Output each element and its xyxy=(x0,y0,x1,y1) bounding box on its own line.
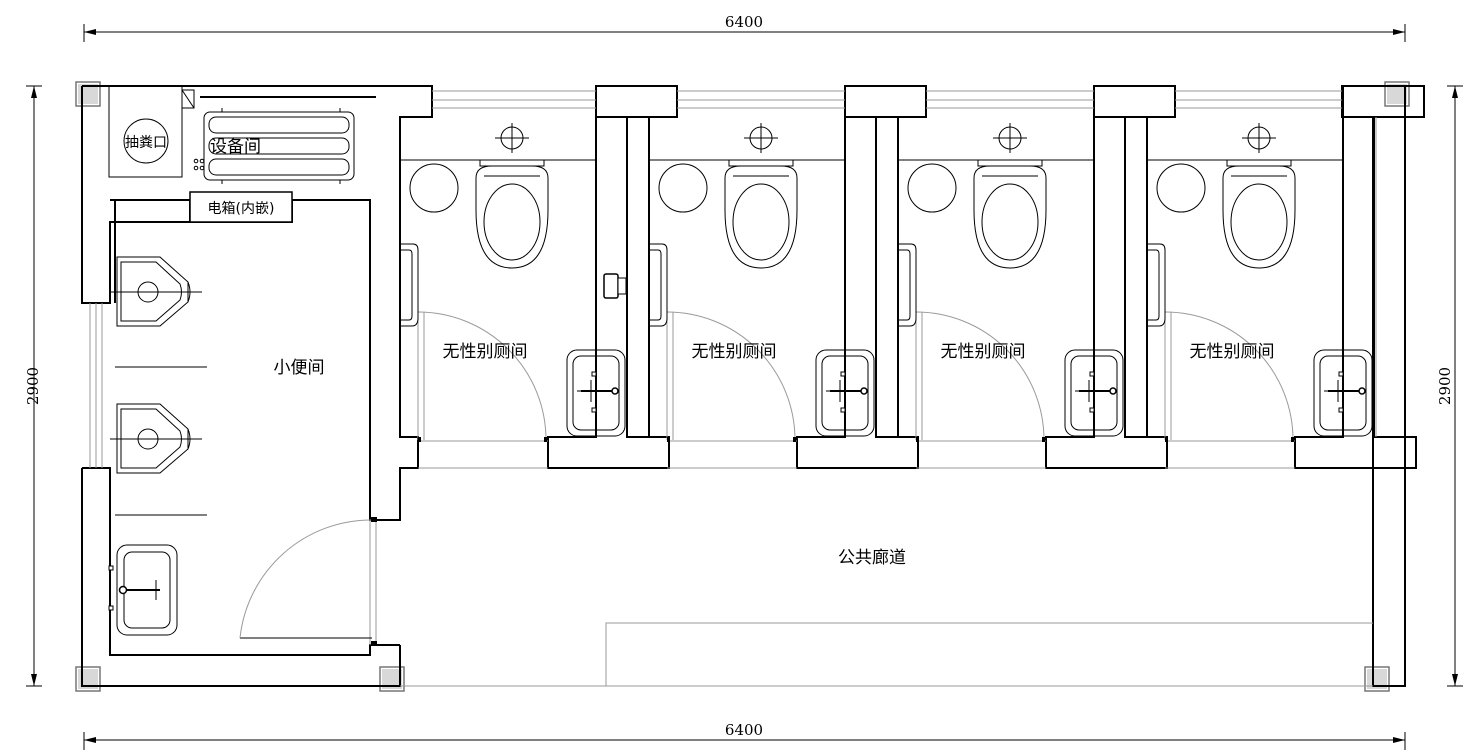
corridor-label: 公共廊道 xyxy=(838,548,906,568)
dim-bottom-label: 6400 xyxy=(725,721,763,739)
dim-left-label: 2900 xyxy=(24,367,42,405)
electric-box-label: 电箱(内嵌) xyxy=(208,201,275,217)
electric-box: 电箱(内嵌) xyxy=(189,191,293,223)
dimension-right xyxy=(1447,85,1463,687)
dimension-bottom xyxy=(83,732,1406,750)
stall-label: 无性别厕间 xyxy=(941,342,1026,362)
right-wall xyxy=(1341,85,1406,687)
stall-label: 无性别厕间 xyxy=(443,342,528,362)
stall-4: 无性别厕间 xyxy=(1146,85,1425,469)
stall-group: 无性别厕间 无性别厕间 无性别厕间 无性别厕间 xyxy=(399,85,1425,469)
urinal-2 xyxy=(110,403,202,474)
dimension-top xyxy=(83,24,1406,42)
dimension-left xyxy=(26,85,42,687)
stall-3: 无性别厕间 xyxy=(897,85,1176,469)
corridor: 公共廊道 xyxy=(400,548,1373,687)
dim-top-label: 6400 xyxy=(725,13,763,31)
dim-right-label: 2900 xyxy=(1436,367,1454,405)
stall-1: 无性别厕间 xyxy=(399,85,678,469)
urinal-1 xyxy=(110,256,202,327)
pump-outlet: 抽粪口 xyxy=(108,85,195,178)
dispenser-icon xyxy=(603,273,619,299)
corner-posts xyxy=(75,81,1410,692)
pump-outlet-label: 抽粪口 xyxy=(125,135,167,151)
equipment-room-label: 设备间 xyxy=(210,137,261,157)
stall-2: 无性别厕间 xyxy=(648,85,927,469)
stall-label: 无性别厕间 xyxy=(1190,342,1275,362)
urinal-room-label: 小便间 xyxy=(274,358,325,378)
equipment-radiator: 设备间 xyxy=(193,108,355,184)
stall-label: 无性别厕间 xyxy=(692,342,777,362)
sink-urinal-room xyxy=(108,544,178,636)
top-windows xyxy=(432,90,1342,109)
left-block-walls xyxy=(81,85,433,687)
